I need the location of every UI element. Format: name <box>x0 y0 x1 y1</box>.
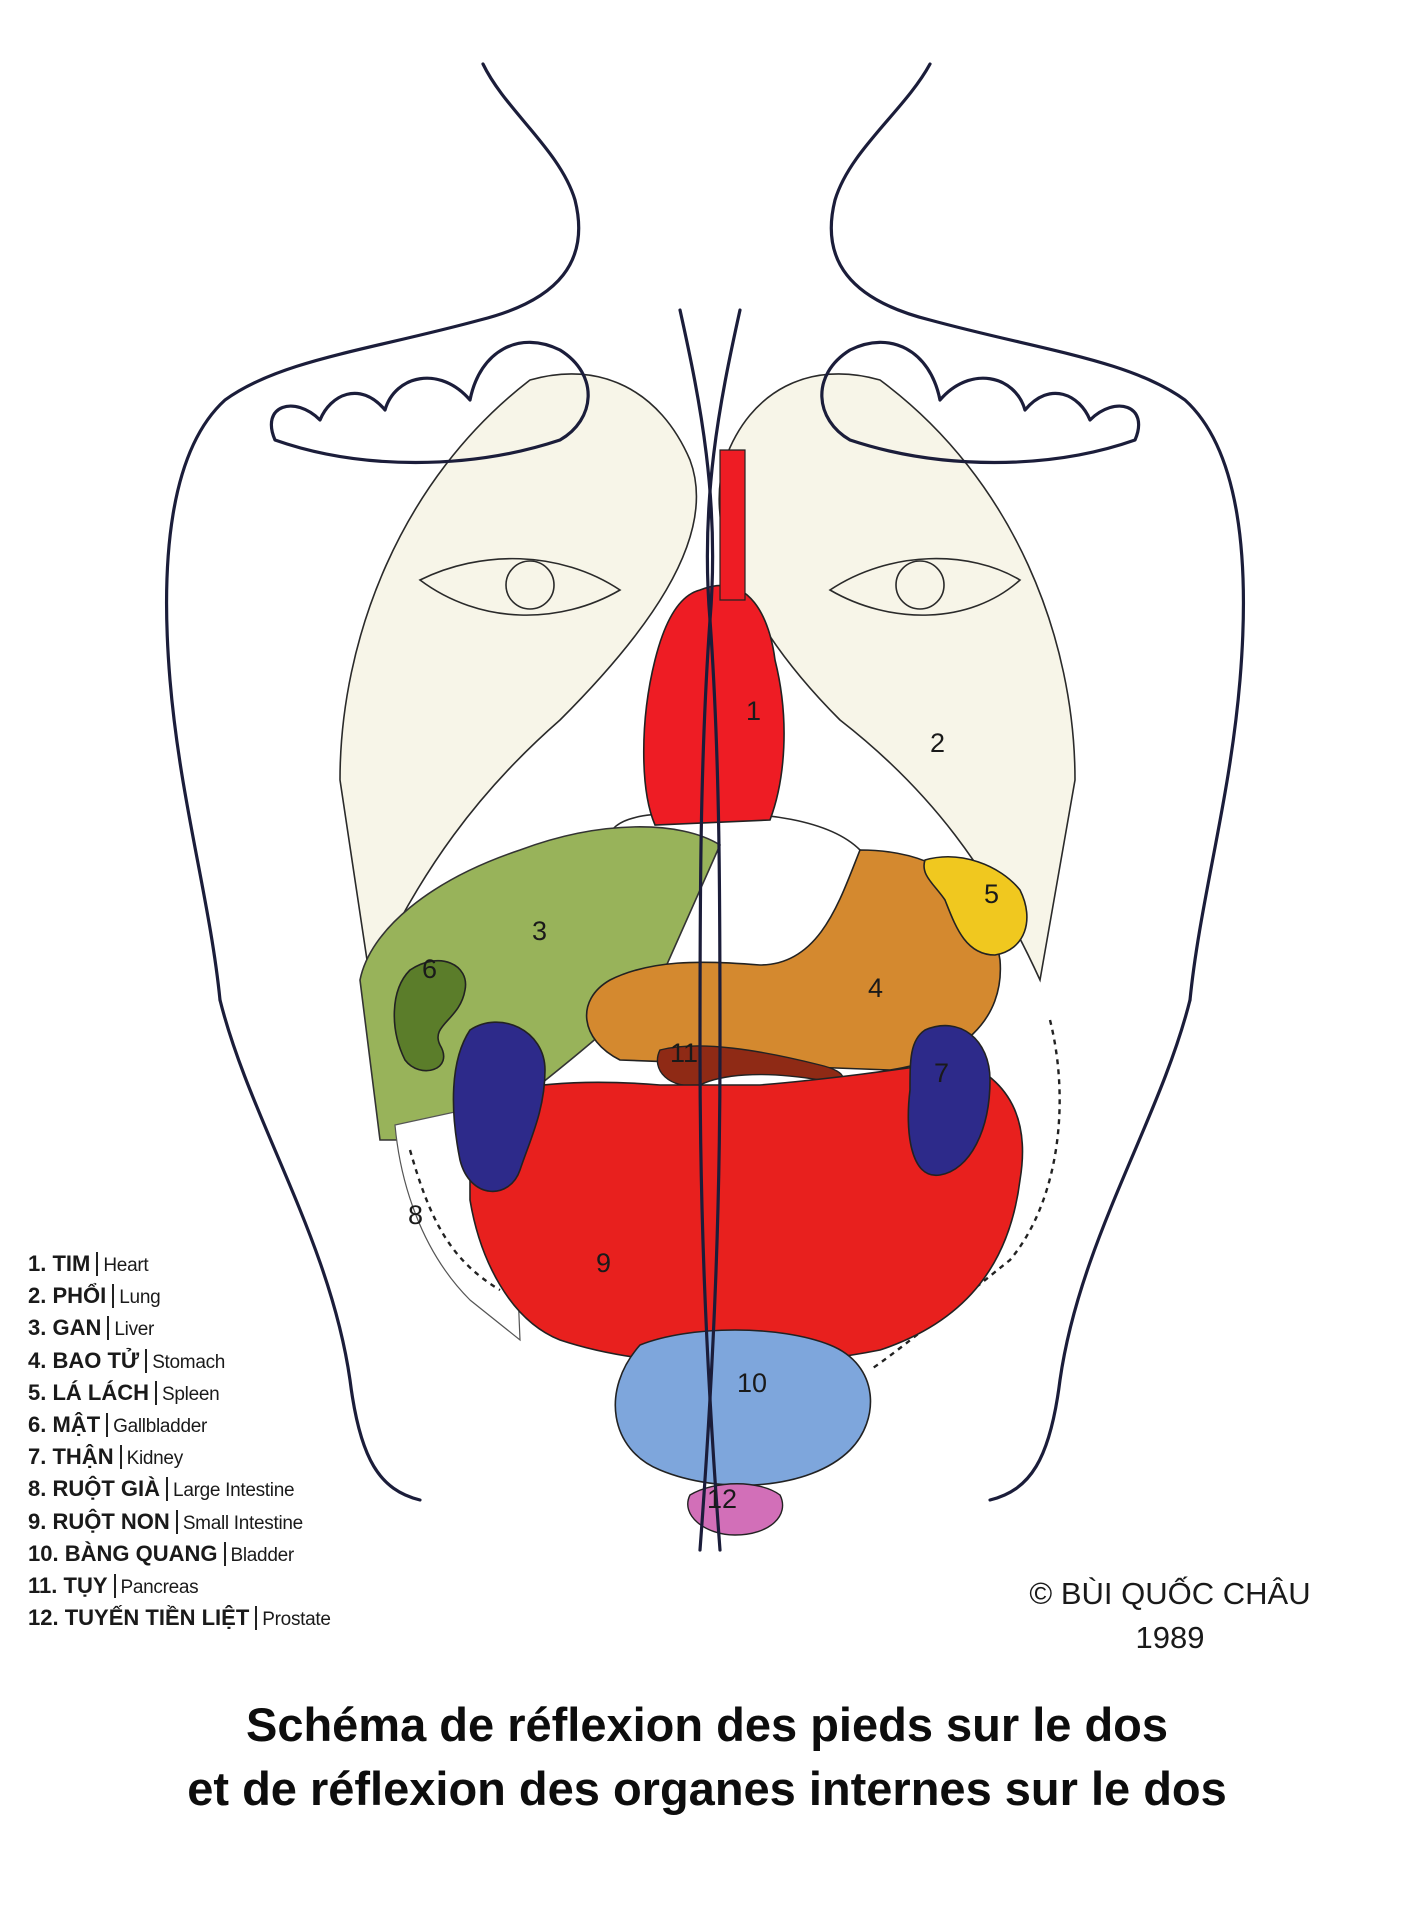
organ-label-small-intestine: 9 <box>596 1248 611 1278</box>
organ-label-lung: 2 <box>930 728 945 758</box>
torso-outline <box>164 62 1246 1502</box>
organ-label-spleen: 5 <box>984 879 999 909</box>
organ-label-kidney: 7 <box>934 1058 949 1088</box>
organ-label-pancreas: 11 <box>670 1038 698 1068</box>
copyright-author: © BÙI QUỐC CHÂU <box>1029 1576 1311 1611</box>
trachea <box>719 449 746 601</box>
diagram-caption: Schéma de réflexion des pieds sur le dos… <box>0 1693 1414 1821</box>
gallbladder <box>393 959 467 1072</box>
organ-label-stomach: 4 <box>868 973 883 1003</box>
organ-label-heart: 1 <box>746 696 761 726</box>
bladder <box>614 1329 872 1487</box>
prostate <box>687 1483 784 1536</box>
lung-left-zone <box>718 373 1076 983</box>
kidney-left <box>907 1024 991 1176</box>
organ-label-liver: 3 <box>532 916 547 946</box>
kidney-right <box>452 1021 546 1193</box>
caption-line-2: et de réflexion des organes internes sur… <box>187 1762 1227 1815</box>
copyright-year: 1989 <box>1135 1620 1205 1655</box>
eye-left <box>828 557 1022 616</box>
eye-right <box>418 557 622 616</box>
toes <box>269 340 1141 465</box>
large-intestine-path <box>408 1019 1061 1371</box>
organ-label-prostate: 12 <box>707 1484 737 1514</box>
spine-line-left <box>678 308 722 1552</box>
organ-label-large-intestine: 8 <box>408 1200 423 1230</box>
small-intestine <box>469 1059 1024 1365</box>
copyright-notice: © BÙI QUỐC CHÂU 1989 <box>990 1572 1350 1660</box>
caption-line-1: Schéma de réflexion des pieds sur le dos <box>245 1698 1169 1751</box>
spleen <box>923 856 1028 956</box>
organ-label-bladder: 10 <box>737 1368 767 1398</box>
spine-line-right <box>698 308 742 1552</box>
lung-right-zone <box>339 373 698 983</box>
organ-label-gallbladder: 6 <box>422 954 437 984</box>
